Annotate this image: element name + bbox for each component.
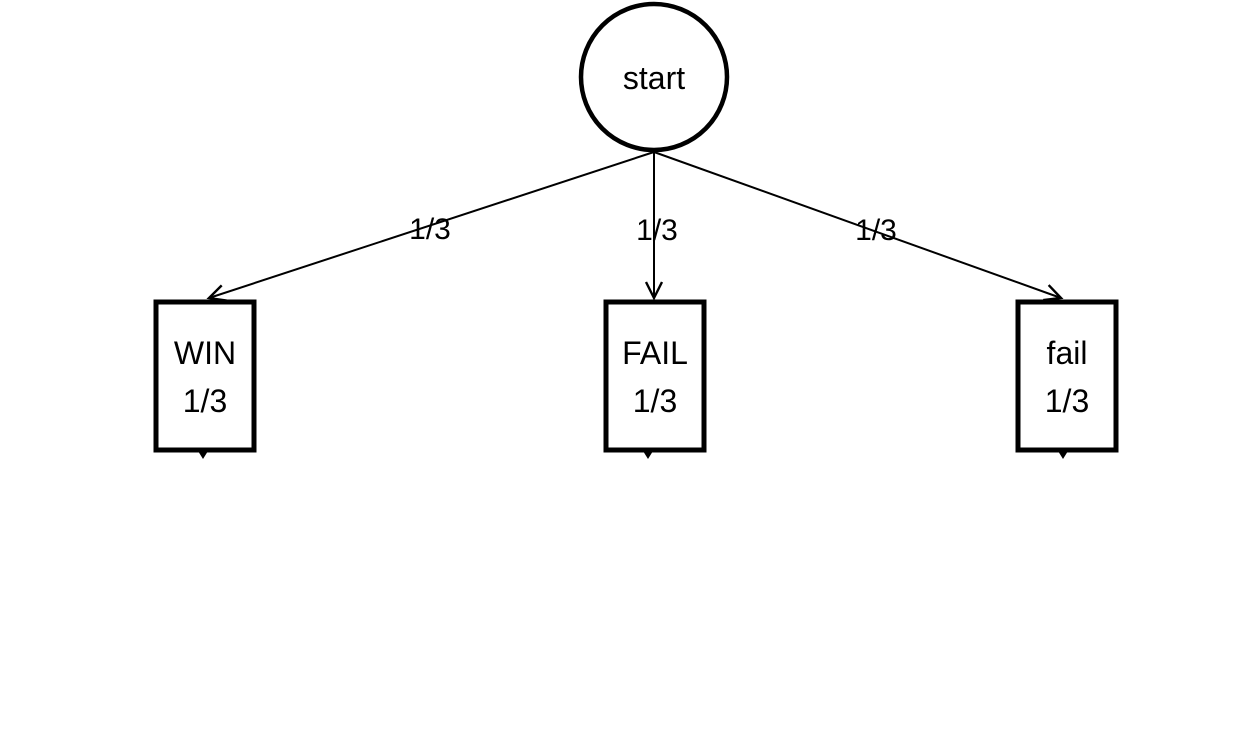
start-node-label: start [623, 60, 685, 96]
fail2-node-value: 1/3 [1045, 383, 1089, 419]
edge-label-left: 1/3 [409, 213, 451, 246]
fail-node-bottom-notch [643, 451, 653, 459]
edge-start-to-win [206, 151, 655, 302]
fail-node-label: FAIL [622, 335, 688, 371]
fail-node-value: 1/3 [633, 383, 677, 419]
win-node-bottom-notch [198, 451, 208, 459]
edge-start-to-fail2 [653, 151, 1064, 302]
start-node-shape [578, 1, 730, 153]
fail2-node-shape [1015, 299, 1119, 453]
edge-label-middle: 1/3 [636, 214, 678, 247]
fail2-node-label: fail [1047, 335, 1088, 371]
fail-node-shape [603, 299, 707, 453]
win-node-shape [153, 299, 257, 453]
edge-label-right: 1/3 [855, 214, 897, 247]
win-node-label: WIN [174, 335, 236, 371]
win-node-value: 1/3 [183, 383, 227, 419]
fail2-node-bottom-notch [1058, 451, 1068, 459]
